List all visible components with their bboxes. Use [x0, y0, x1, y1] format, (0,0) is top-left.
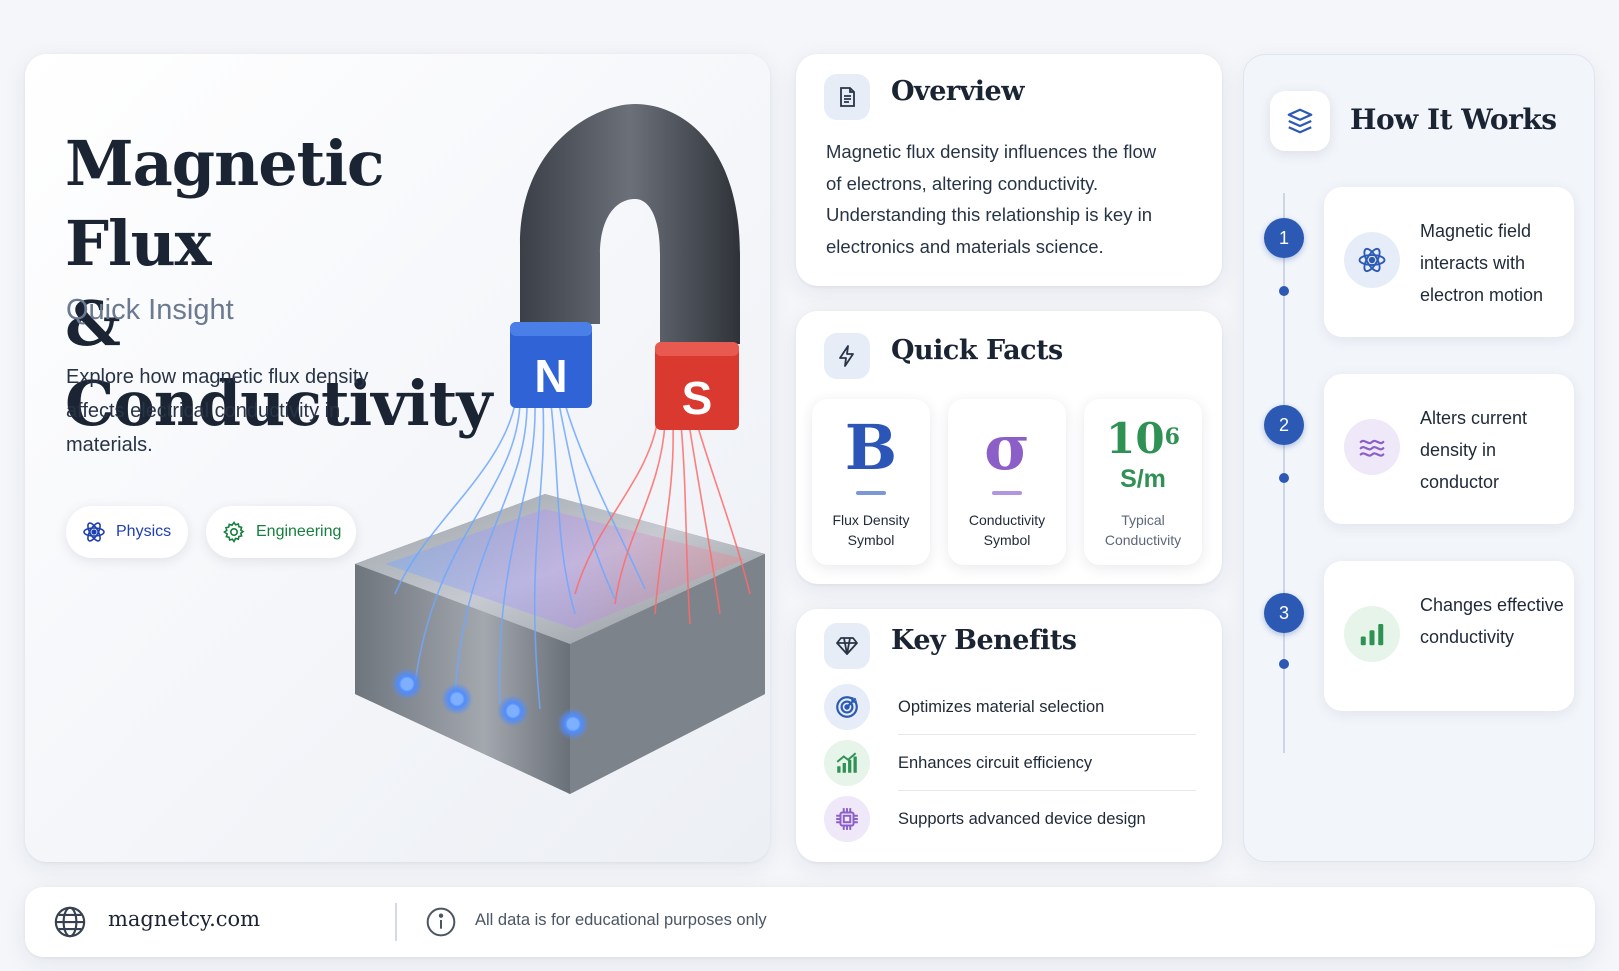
step-card-2: Alters current density in conductor — [1324, 374, 1574, 524]
step-card-1: Magnetic field interacts with electron m… — [1324, 187, 1574, 337]
field-lines-north — [394, 403, 646, 710]
north-label: N — [534, 350, 567, 402]
layers-icon — [1270, 91, 1330, 151]
waves-icon — [1344, 419, 1400, 475]
fact-typical-conductivity: 106 S/m Typical Conductivity — [1084, 399, 1202, 565]
step-card-3: Changes effective conductivity — [1324, 561, 1574, 711]
step-number-1: 1 — [1264, 218, 1304, 258]
magnet-illustration: N S — [355, 104, 765, 794]
overview-title: Overview — [891, 76, 1024, 107]
footer-bar: magnetcy.com All data is for educational… — [25, 887, 1595, 957]
hero-title-line2: & Conductivity — [65, 287, 492, 440]
lightning-icon — [824, 333, 870, 379]
quick-facts-card: Quick Facts B Flux Density Symbol σ Cond… — [796, 311, 1222, 584]
fact-label: Conductivity Symbol — [968, 512, 1046, 548]
fact-unit: S/m — [1120, 465, 1166, 493]
fact-symbol: σ — [984, 411, 1030, 484]
tag-physics[interactable]: Physics — [66, 506, 188, 558]
benefit-label: Supports advanced device design — [898, 810, 1146, 828]
benefit-item: Supports advanced device design — [824, 791, 1196, 847]
disclaimer-text: All data is for educational purposes onl… — [475, 911, 767, 929]
how-it-works-title: How It Works — [1350, 103, 1557, 136]
overview-text: Magnetic flux density influences the flo… — [826, 141, 1157, 257]
how-it-works-card: How It Works 1 Magnetic field interacts … — [1243, 54, 1595, 862]
step-text: Magnetic field interacts with electron m… — [1420, 221, 1544, 305]
field-lines-south — [574, 423, 751, 625]
fact-underline — [992, 491, 1022, 495]
hero-subtitle: Quick Insight — [66, 294, 234, 326]
fact-value: 106 — [1084, 415, 1202, 463]
key-benefits-card: Key Benefits Optimizes material selectio… — [796, 609, 1222, 862]
hero-title: Magnetic Flux & Conductivity — [65, 124, 525, 444]
fact-underline — [856, 491, 886, 495]
magnet-body — [520, 104, 740, 344]
fact-label: Flux Density Symbol — [832, 512, 910, 548]
electron-dots — [391, 668, 589, 740]
tag-engineering[interactable]: Engineering — [206, 506, 356, 558]
atom-icon — [83, 522, 105, 542]
fact-value-exponent: 6 — [1164, 424, 1180, 450]
fact-flux-density: B Flux Density Symbol — [812, 399, 930, 565]
target-icon — [824, 684, 870, 730]
globe-icon — [54, 906, 86, 938]
north-pole — [510, 322, 592, 408]
footer-divider — [395, 903, 397, 941]
benefit-label: Enhances circuit efficiency — [898, 735, 1196, 791]
step-text: Changes effective conductivity — [1420, 595, 1564, 647]
timeline-dot — [1279, 659, 1289, 669]
fact-label: Typical Conductivity — [1104, 512, 1182, 548]
step-number-3: 3 — [1264, 593, 1304, 633]
south-label: S — [682, 372, 713, 424]
diamond-icon — [824, 623, 870, 669]
hero-description: Explore how magnetic flux density affect… — [66, 366, 369, 456]
key-benefits-title: Key Benefits — [891, 625, 1077, 656]
tag-engineering-label: Engineering — [256, 523, 342, 540]
hero-card: Magnetic Flux & Conductivity Quick Insig… — [25, 54, 770, 862]
benefit-label: Optimizes material selection — [898, 679, 1196, 735]
south-pole — [655, 342, 739, 430]
gear-icon — [223, 521, 245, 544]
atom-icon — [1344, 232, 1400, 288]
quick-facts-title: Quick Facts — [891, 335, 1063, 366]
step-number-2: 2 — [1264, 405, 1304, 445]
overview-card: Overview Magnetic flux density influence… — [796, 54, 1222, 286]
info-icon — [426, 907, 456, 937]
step-text: Alters current density in conductor — [1420, 408, 1528, 492]
chart-up-icon — [824, 740, 870, 786]
fact-conductivity-symbol: σ Conductivity Symbol — [948, 399, 1066, 565]
benefit-item: Optimizes material selection — [824, 679, 1196, 735]
timeline-dot — [1279, 286, 1289, 296]
hero-title-line1: Magnetic Flux — [65, 127, 385, 280]
fact-symbol: B — [844, 411, 898, 484]
site-link[interactable]: magnetcy.com — [108, 907, 261, 931]
document-icon — [824, 74, 870, 120]
bar-chart-icon — [1344, 606, 1400, 662]
fact-value-base: 10 — [1106, 414, 1165, 463]
tag-physics-label: Physics — [116, 523, 172, 540]
chip-icon — [824, 796, 870, 842]
benefit-item: Enhances circuit efficiency — [824, 735, 1196, 791]
timeline-dot — [1279, 473, 1289, 483]
